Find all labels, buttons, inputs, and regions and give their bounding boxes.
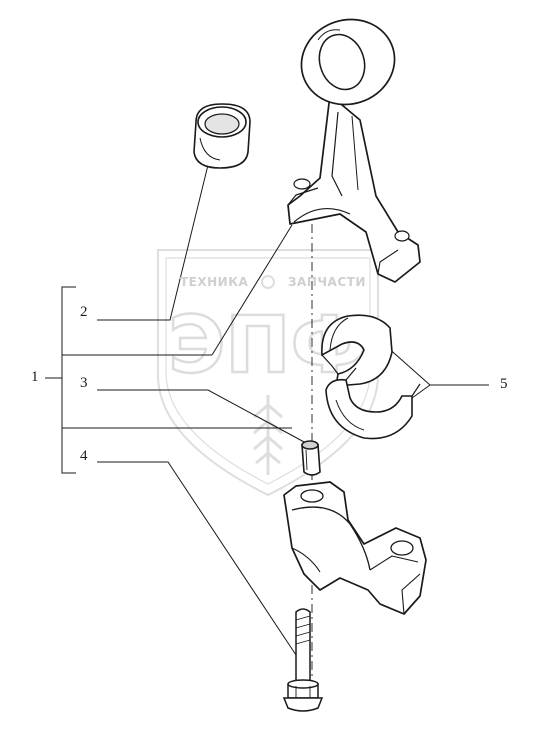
- connecting-rod: [287, 18, 421, 283]
- callout-3: 3: [80, 375, 88, 391]
- bearing-shell-lower: [325, 367, 421, 440]
- callout-1: 1: [31, 369, 39, 385]
- dowel-sleeve: [301, 440, 321, 476]
- bearing-shell-upper: [321, 314, 393, 387]
- watermark-text-right: ЗАПЧАСТИ: [288, 275, 366, 289]
- watermark-logo: [157, 249, 379, 497]
- cap-bolt: [282, 608, 324, 712]
- small-end-bushing: [193, 103, 251, 169]
- callout-5: 5: [500, 376, 508, 392]
- callout-2: 2: [80, 304, 88, 320]
- connecting-rod-cap: [283, 481, 427, 615]
- callout-4: 4: [80, 448, 88, 464]
- watermark-text-left: ТЕХНИКА: [180, 275, 249, 289]
- leader-lines: [45, 164, 489, 705]
